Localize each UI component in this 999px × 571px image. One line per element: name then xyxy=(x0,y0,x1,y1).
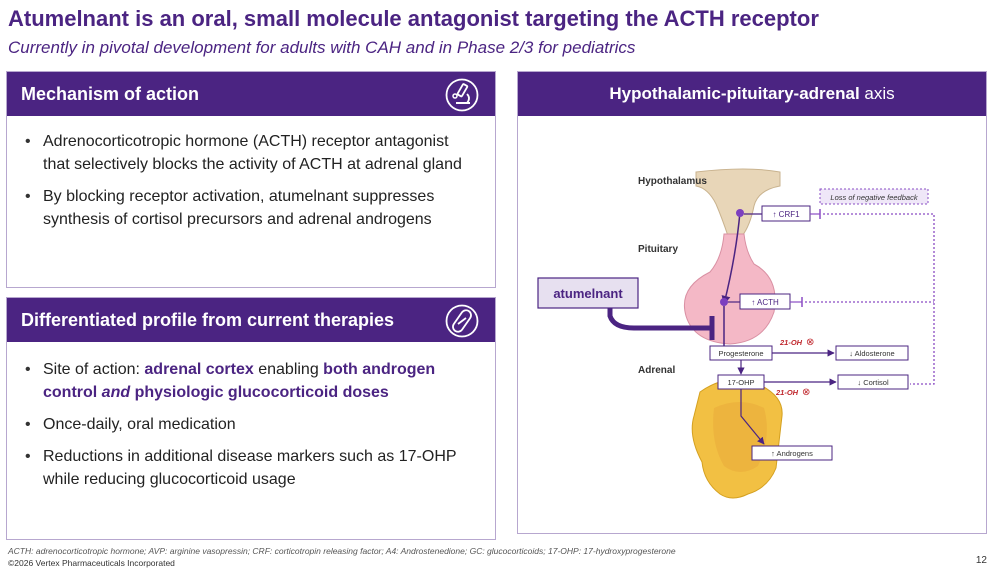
feedback-label: Loss of negative feedback xyxy=(830,193,918,202)
atumelnant-box xyxy=(537,277,639,309)
enzyme-21oh-block-icon-1: ⊗ xyxy=(806,337,814,348)
cortisol-box xyxy=(837,374,909,390)
mechanism-bullet: Adrenocorticotropic hormone (ACTH) recep… xyxy=(25,130,473,176)
mechanism-header-text: Mechanism of action xyxy=(21,83,200,104)
hpa-axis-diagram: Hypothalamus Pituitary Adrenal ↑ CRF1 ↑ … xyxy=(537,168,935,499)
highlight-adrenal-cortex: adrenal cortex xyxy=(144,361,254,378)
enzyme-21oh-label-1: 21-OH xyxy=(779,338,803,347)
adrenal-label: Adrenal xyxy=(638,365,675,376)
androgens-box xyxy=(751,445,833,461)
signal-pathway-line xyxy=(721,211,741,305)
page-subtitle: Currently in pivotal development for adu… xyxy=(8,38,636,57)
mechanism-panel: Mechanism of action Adrenocorticotropic … xyxy=(6,71,496,288)
ohp-label: 17-OHP xyxy=(727,378,754,387)
copyright: ©2026 Vertex Pharmaceuticals Incorporate… xyxy=(8,558,175,568)
highlight-and: and xyxy=(101,384,131,401)
mechanism-header: Mechanism of action xyxy=(7,72,495,116)
hpa-axis-header-tail: axis xyxy=(864,84,895,103)
hypothalamus-shape xyxy=(695,168,781,237)
differentiated-bullet: Once-daily, oral medication xyxy=(25,413,473,436)
abbreviations-footnote: ACTH: adrenocorticotropic hormone; AVP: … xyxy=(8,546,676,556)
mechanism-bullet: By blocking receptor activation, atumeln… xyxy=(25,185,473,231)
ohp-to-androgens-arrow xyxy=(740,389,765,445)
enzyme-21oh-label-2: 21-OH xyxy=(775,388,799,397)
feedback-box xyxy=(819,188,929,205)
mechanism-bullet-list: Adrenocorticotropic hormone (ACTH) recep… xyxy=(25,130,473,240)
atumelnant-inhibition-line xyxy=(607,308,710,331)
enzyme-21oh-block-icon-2: ⊗ xyxy=(802,387,810,398)
hpa-axis-panel: Hypothalamic-pituitary-adrenal axis Hypo… xyxy=(517,71,987,534)
hpa-axis-header: Hypothalamic-pituitary-adrenal axis xyxy=(518,72,986,116)
differentiated-header: Differentiated profile from current ther… xyxy=(7,298,495,342)
bullet-text: Site of action: xyxy=(43,361,145,378)
microscope-icon xyxy=(445,78,479,112)
pituitary-shape xyxy=(684,233,776,345)
cortisol-label: ↓ Cortisol xyxy=(857,378,889,387)
highlight-androgen-control: both androgen control xyxy=(43,361,436,401)
differentiated-bullet: Reductions in additional disease markers… xyxy=(25,445,473,491)
page-number: 12 xyxy=(975,555,987,566)
crf1-label: ↑ CRF1 xyxy=(772,210,800,219)
differentiated-bullet: Site of action: adrenal cortex enabling … xyxy=(25,358,473,404)
hypothalamus-label: Hypothalamus xyxy=(638,176,707,187)
aldosterone-box xyxy=(835,345,909,361)
differentiated-bullet-list: Site of action: adrenal cortex enabling … xyxy=(25,358,473,500)
androgens-label: ↑ Androgens xyxy=(771,449,813,458)
acth-dot xyxy=(720,298,728,306)
feedback-dotted-line-crf1 xyxy=(823,213,935,385)
pill-icon xyxy=(445,304,479,338)
atumelnant-label: atumelnant xyxy=(553,286,623,301)
pituitary-label: Pituitary xyxy=(638,244,678,255)
acth-label: ↑ ACTH xyxy=(751,298,779,307)
page-title: Atumelnant is an oral, small molecule an… xyxy=(8,6,819,31)
hpa-axis-header-main: Hypothalamic-pituitary-adrenal xyxy=(609,84,860,103)
progesterone-label: Progesterone xyxy=(718,349,763,358)
aldosterone-label: ↓ Aldosterone xyxy=(849,349,894,358)
bullet-text: enabling xyxy=(253,361,324,378)
differentiated-panel: Differentiated profile from current ther… xyxy=(6,297,496,540)
differentiated-header-text: Differentiated profile from current ther… xyxy=(21,309,395,330)
crf1-dot xyxy=(736,209,744,217)
highlight-glucocorticoid-doses: physiologic glucocorticoid doses xyxy=(130,384,389,401)
